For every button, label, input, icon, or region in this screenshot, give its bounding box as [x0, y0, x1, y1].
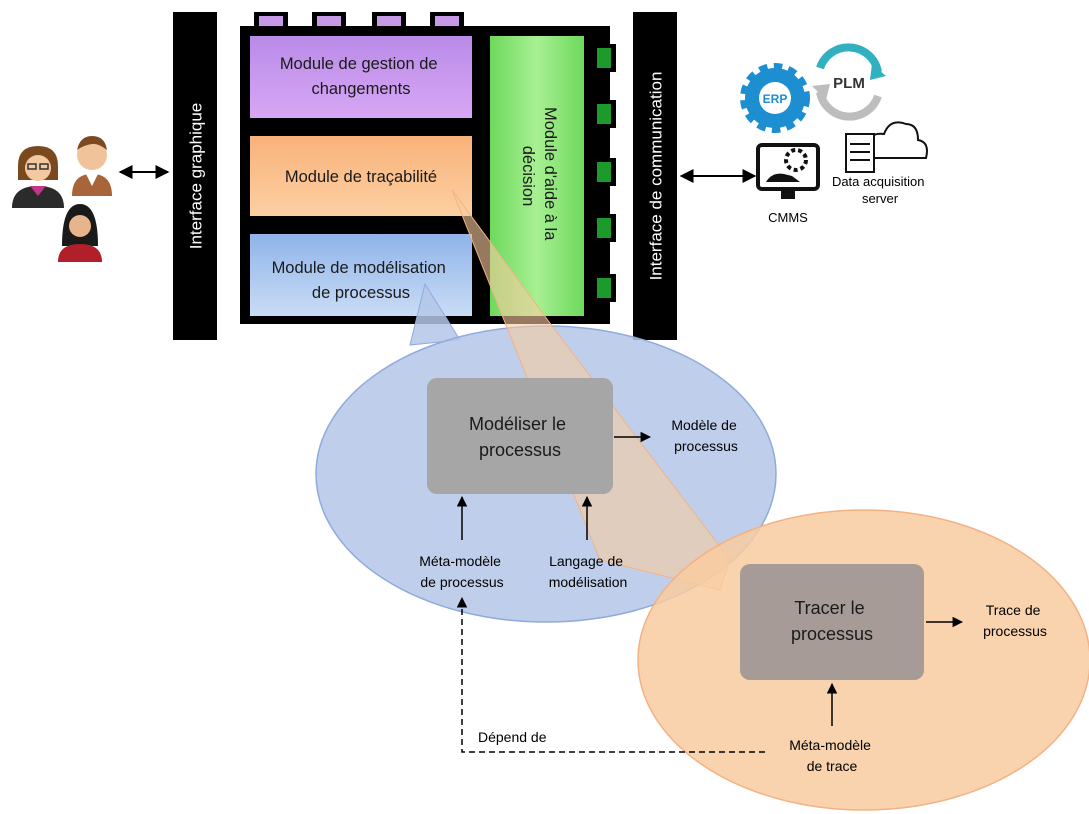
model-lang-input-label: Langage de modélisation	[549, 553, 628, 590]
trace-process-box	[740, 564, 924, 680]
module-block: Module de gestion de changements Module …	[240, 12, 616, 324]
trace-output-label: Trace de processus	[983, 602, 1047, 639]
chip-right-pins	[594, 44, 616, 302]
dependency-label: Dépend de	[478, 729, 547, 745]
model-process-box	[427, 378, 613, 494]
users-group	[12, 136, 112, 262]
plm-label: PLM	[833, 75, 865, 92]
data-server-label: Data acquisition server	[832, 174, 928, 206]
erp-label: ERP	[763, 92, 788, 106]
cmms-label: CMMS	[768, 210, 808, 225]
dependency-connector	[456, 596, 765, 753]
process-modeling-module-label: Module de modélisation de processus	[272, 259, 451, 302]
cmms-monitor-icon	[756, 143, 820, 199]
decision-support-module-label: Module d'aide à la décision	[519, 107, 559, 245]
change-management-module-label: Module de gestion de changements	[280, 55, 442, 98]
plm-cycle-icon	[812, 43, 886, 121]
model-process-box-label: Modéliser le processus	[469, 414, 571, 460]
graphical-interface-bar	[173, 12, 217, 340]
communication-interface-bar	[633, 12, 677, 340]
user-woman-hijab-icon	[58, 204, 102, 262]
traceability-module	[250, 136, 472, 216]
user-man-icon	[72, 136, 112, 196]
traceability-module-label: Module de traçabilité	[285, 168, 437, 186]
erp-gear-icon	[740, 63, 810, 133]
trace-process-box-label: Tracer le processus	[791, 598, 873, 644]
model-callout-pointer	[409, 282, 461, 346]
graphical-interface-label: Interface graphique	[187, 103, 206, 250]
data-server-cloud-icon	[845, 121, 928, 173]
trace-meta-input-label: Méta-modèle de trace	[789, 737, 875, 774]
change-management-module	[250, 36, 472, 118]
user-woman-glasses-icon	[12, 146, 64, 208]
model-meta-input-label: Méta-modèle de processus	[419, 553, 505, 590]
communication-interface-label: Interface de communication	[647, 72, 666, 281]
model-output-label: Modèle de processus	[671, 417, 740, 454]
chip-top-pins	[254, 12, 464, 30]
